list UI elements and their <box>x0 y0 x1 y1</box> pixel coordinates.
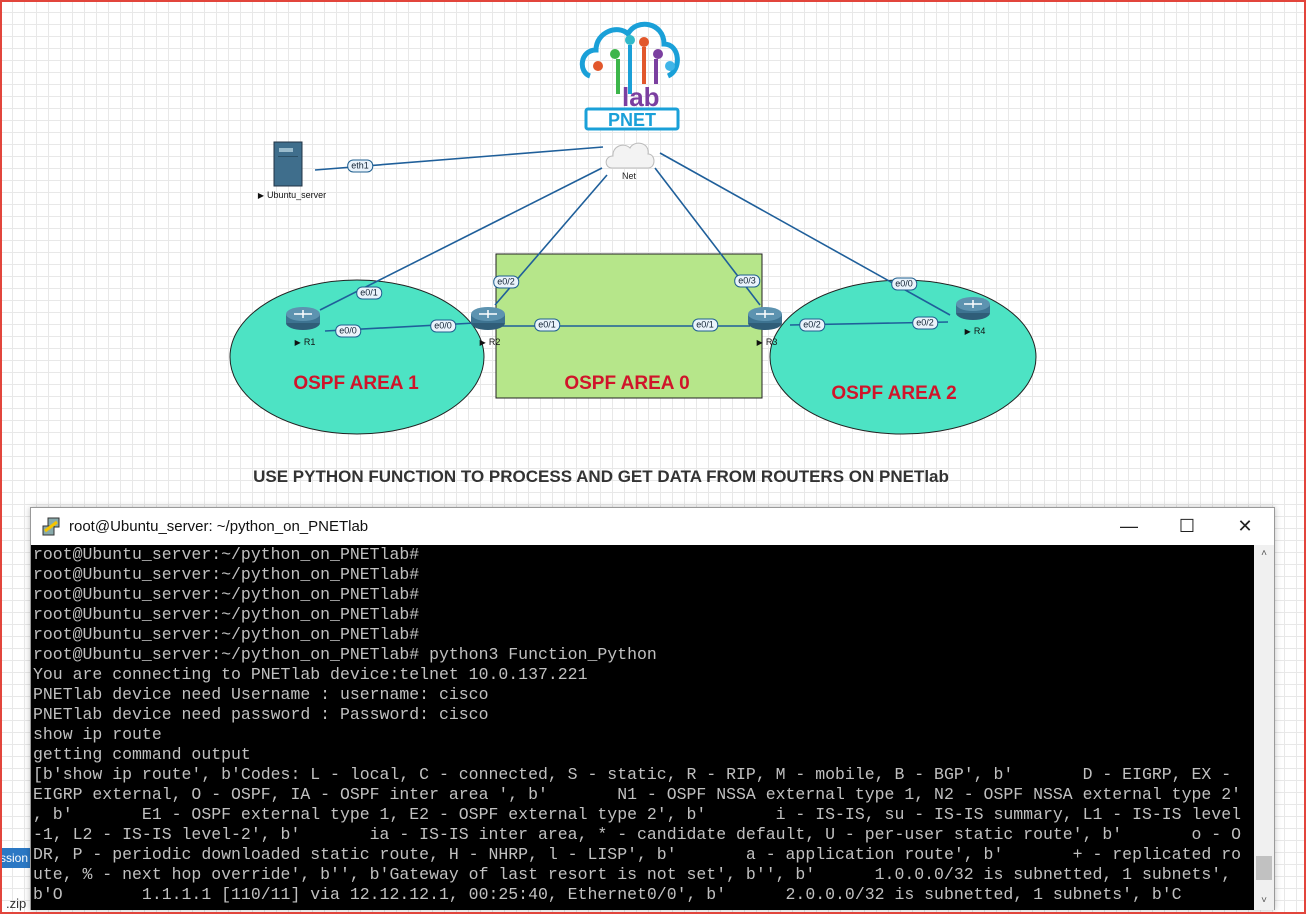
scrollbar-thumb[interactable] <box>1256 856 1272 880</box>
scroll-up-icon[interactable]: ˄ <box>1261 548 1267 559</box>
minimize-button[interactable]: — <box>1120 516 1138 536</box>
terminal-line: b'O 1.1.1.1 [110/11] via 12.12.12.1, 00:… <box>33 885 1182 904</box>
area-label-2: OSPF AREA 2 <box>831 383 957 404</box>
terminal-line: root@Ubuntu_server:~/python_on_PNETlab# <box>33 565 420 584</box>
link-r1-net <box>319 167 603 311</box>
port-label: e0/1 <box>692 318 718 332</box>
terminal-line: root@Ubuntu_server:~/python_on_PNETlab# <box>33 545 420 564</box>
terminal-line: You are connecting to PNETlab device:tel… <box>33 665 588 684</box>
scroll-down-icon[interactable]: ˅ <box>1261 895 1267 906</box>
router-r3-icon[interactable] <box>747 305 783 331</box>
terminal-titlebar[interactable]: root@Ubuntu_server: ~/python_on_PNETlab … <box>31 508 1274 545</box>
svg-text:lab: lab <box>622 82 660 112</box>
terminal-line: root@Ubuntu_server:~/python_on_PNETlab# <box>33 605 420 624</box>
terminal-line: -1, L2 - IS-IS level-2', b' ia - IS-IS i… <box>33 825 1241 844</box>
terminal-output[interactable]: root@Ubuntu_server:~/python_on_PNETlab#r… <box>31 545 1255 910</box>
port-label: e0/2 <box>799 318 825 332</box>
terminal-line: [b'show ip route', b'Codes: L - local, C… <box>33 765 1232 784</box>
vertical-scrollbar[interactable]: ˄ ˅ <box>1254 545 1274 910</box>
area-label-0: OSPF AREA 0 <box>564 373 690 394</box>
node-label-r4[interactable]: R4 <box>965 326 986 336</box>
background-tab-fragment[interactable]: ssion t <box>0 848 32 868</box>
pnetlab-logo: lab PNET <box>578 14 684 132</box>
terminal-line: PNETlab device need password : Password:… <box>33 705 489 724</box>
port-label: e0/1 <box>534 318 560 332</box>
terminal-line: root@Ubuntu_server:~/python_on_PNETlab# … <box>33 645 657 664</box>
terminal-line: ute, % - next hop override', b'', b'Gate… <box>33 865 1232 884</box>
page-heading: USE PYTHON FUNCTION TO PROCESS AND GET D… <box>253 467 949 486</box>
node-label-r3[interactable]: R3 <box>757 337 778 347</box>
port-label: e0/0 <box>891 277 917 291</box>
background-file-fragment: .zip <box>6 896 27 911</box>
port-label: e0/0 <box>335 324 361 338</box>
node-label-ubuntu-server[interactable]: Ubuntu_server <box>258 190 326 200</box>
port-label: e0/2 <box>493 275 519 289</box>
port-label: e0/2 <box>912 316 938 330</box>
terminal-line: DR, P - periodic downloaded static route… <box>33 845 1241 864</box>
terminal-window[interactable]: root@Ubuntu_server: ~/python_on_PNETlab … <box>30 507 1275 910</box>
terminal-line: show ip route <box>33 725 162 744</box>
ospf-area-2-shape <box>769 279 1037 435</box>
terminal-line: , b' E1 - OSPF external type 1, E2 - OSP… <box>33 805 1241 824</box>
router-r4-icon[interactable] <box>955 295 991 321</box>
router-r2-icon[interactable] <box>470 305 506 331</box>
maximize-button[interactable]: ☐ <box>1178 516 1196 536</box>
port-label: e0/0 <box>430 319 456 333</box>
node-label-r1[interactable]: R1 <box>295 337 316 347</box>
node-label-r2[interactable]: R2 <box>480 337 501 347</box>
port-label: eth1 <box>347 159 373 173</box>
terminal-line: EIGRP external, O - OSPF, IA - OSPF inte… <box>33 785 1241 804</box>
server-icon[interactable] <box>272 140 305 188</box>
cloud-icon[interactable] <box>604 138 656 172</box>
terminal-line: getting command output <box>33 745 251 764</box>
close-button[interactable]: ✕ <box>1237 516 1253 536</box>
terminal-title: root@Ubuntu_server: ~/python_on_PNETlab <box>69 518 369 535</box>
terminal-line: root@Ubuntu_server:~/python_on_PNETlab# <box>33 585 420 604</box>
putty-icon <box>42 517 60 535</box>
port-label: e0/3 <box>734 274 760 288</box>
terminal-line: PNETlab device need Username : username:… <box>33 685 489 704</box>
node-label-net[interactable]: Net <box>622 171 637 181</box>
port-label: e0/1 <box>356 286 382 300</box>
svg-text:PNET: PNET <box>608 110 656 130</box>
area-label-1: OSPF AREA 1 <box>293 373 419 394</box>
ospf-area-1-shape <box>229 279 485 435</box>
terminal-line: root@Ubuntu_server:~/python_on_PNETlab# <box>33 625 420 644</box>
router-r1-icon[interactable] <box>285 305 321 331</box>
